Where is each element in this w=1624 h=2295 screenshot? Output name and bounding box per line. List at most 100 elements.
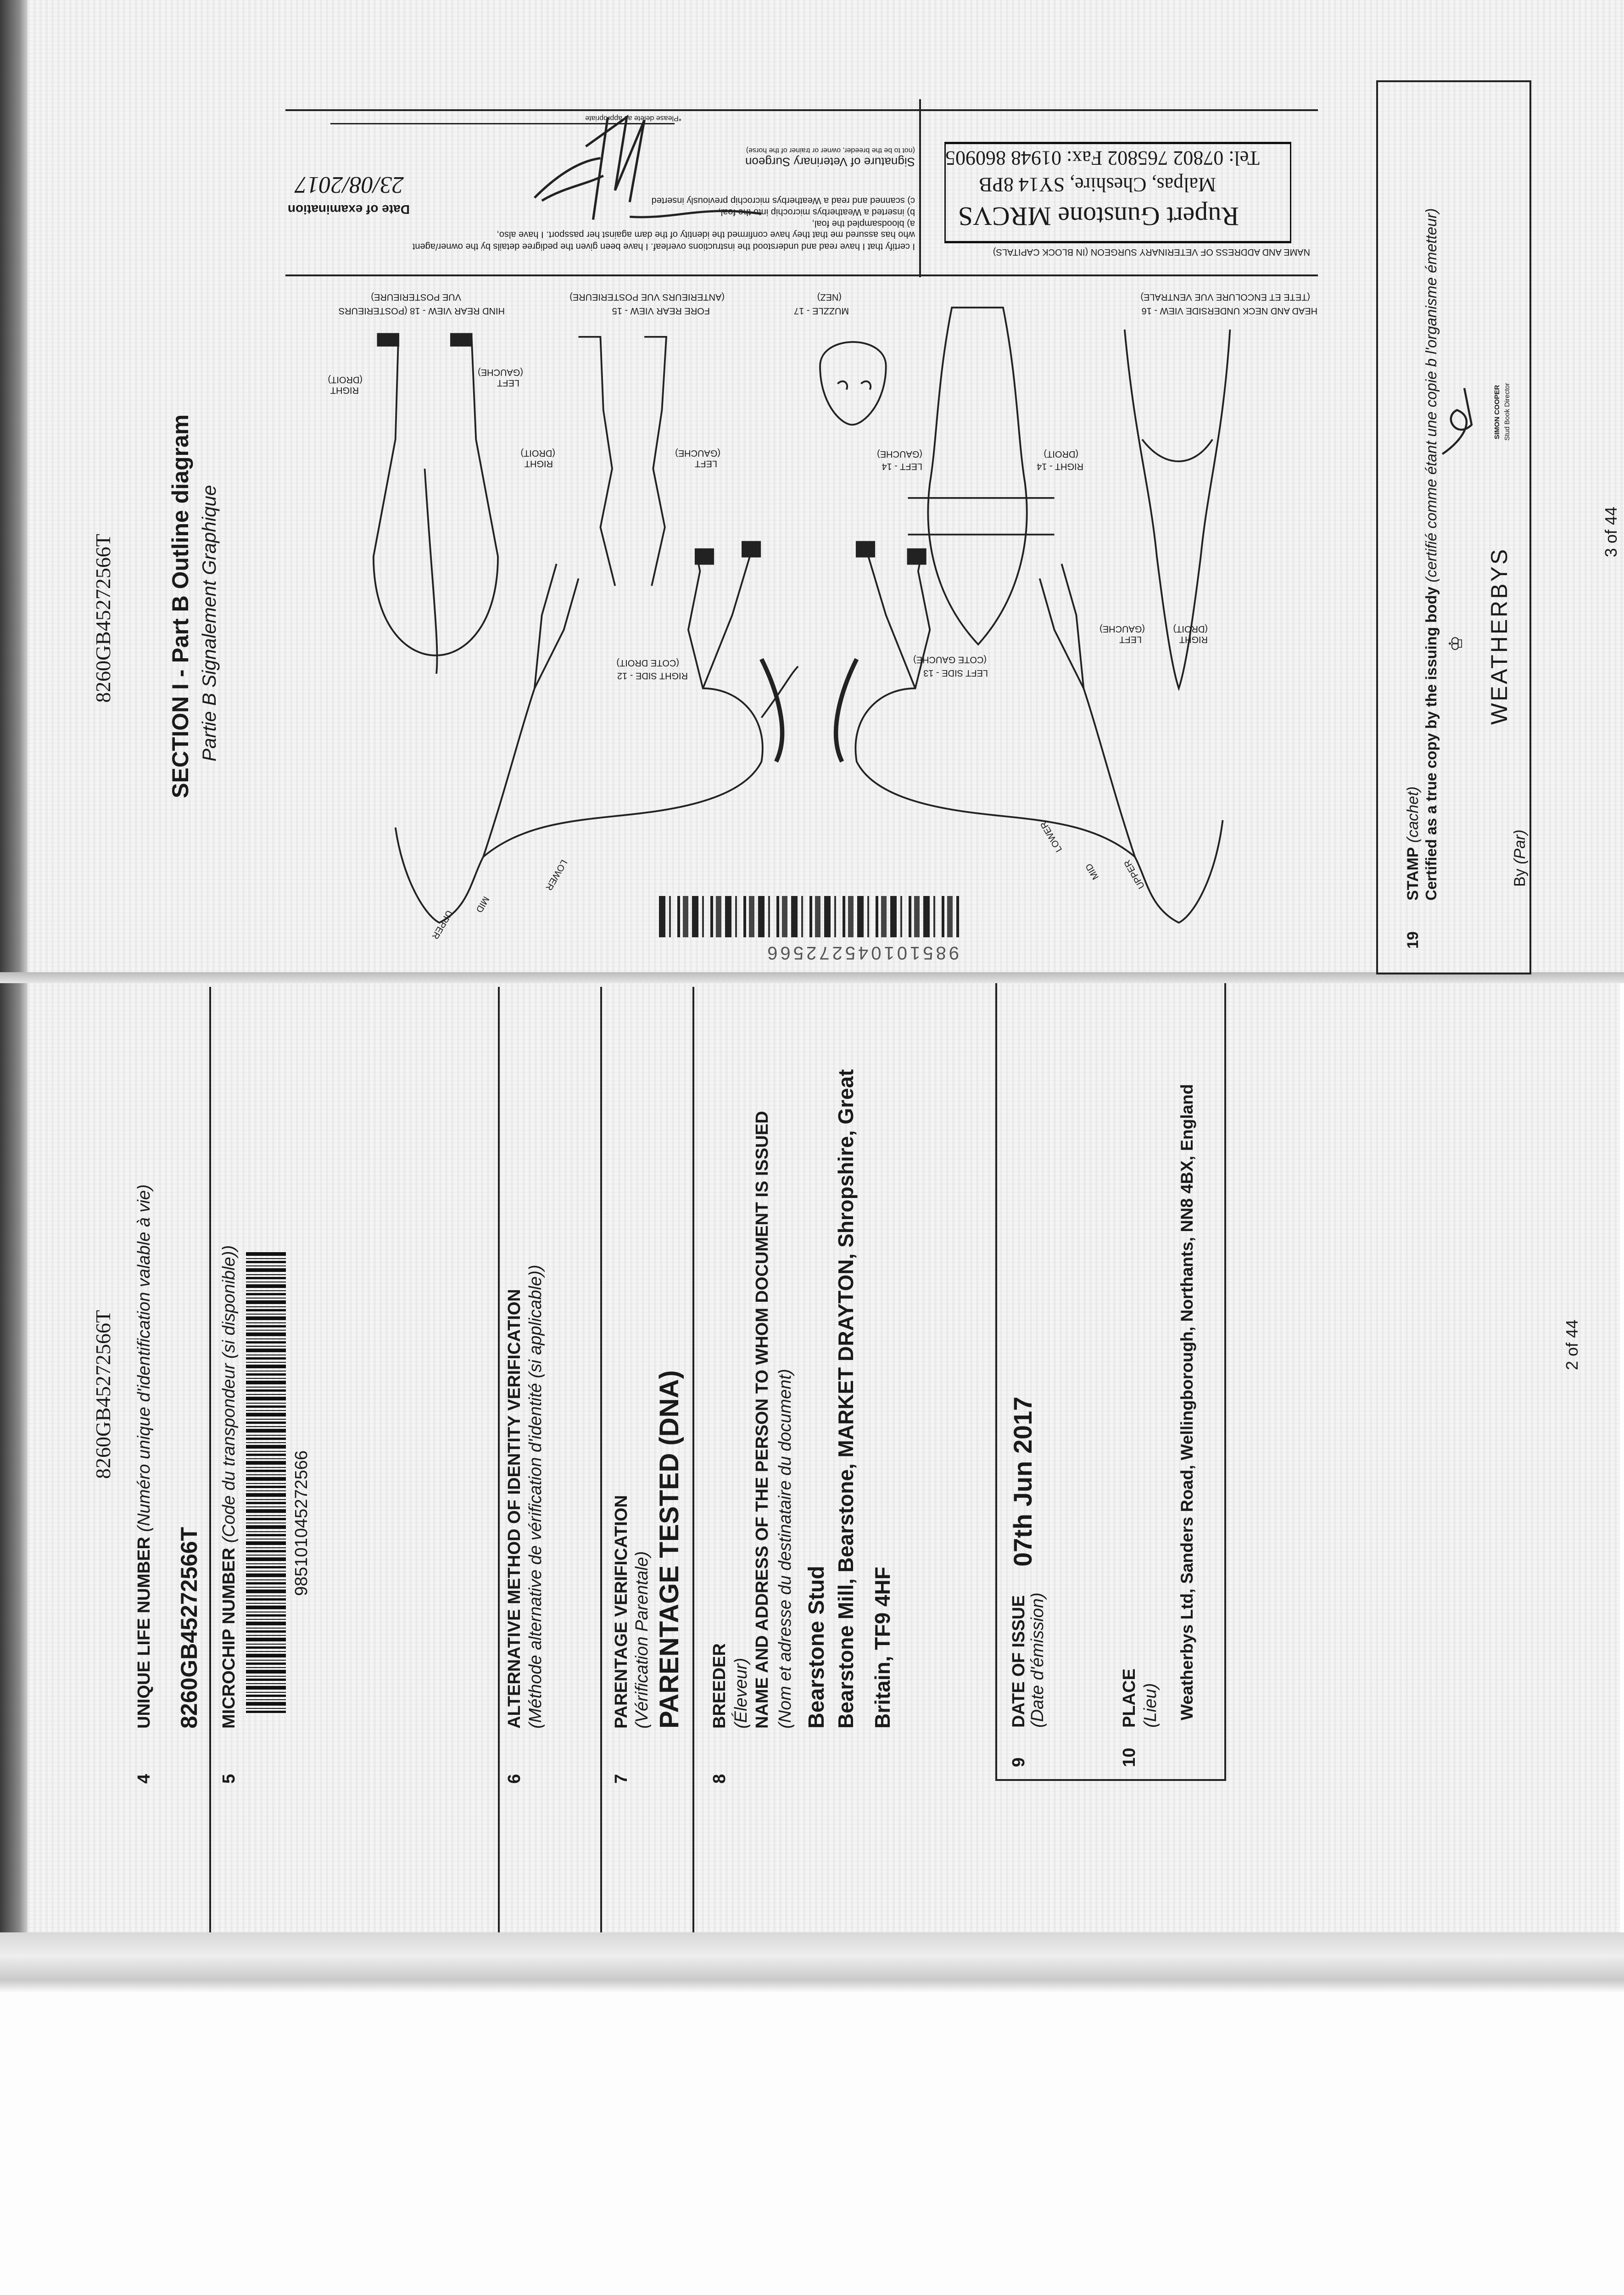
divider-rule	[600, 987, 602, 1932]
label-hind-right-fr: (DROIT)	[328, 375, 363, 385]
section-5-title-fr: (Code du transpondeur (si disponible))	[219, 1245, 239, 1543]
left-side-horse	[854, 544, 1224, 924]
label-neck-left-fr: (GAUCHE)	[1099, 624, 1145, 634]
fore-legs-view	[578, 336, 668, 586]
recipient-label-fr: (Nom et adresse du destinataire du docum…	[776, 1369, 795, 1729]
lower-header-id: 8260GB45272566T	[91, 1310, 115, 1479]
microchip-barcode	[246, 1252, 286, 1713]
label-head-neck-fr: (TETE ET ENCOLURE VUE VENTRALE)	[1140, 292, 1310, 302]
signature-rule	[330, 123, 675, 124]
breeder-name: Bearstone Stud	[804, 1566, 829, 1729]
stamp-signatory: SIMON COOPER	[1493, 385, 1501, 439]
page-gap-shadow	[0, 972, 1624, 983]
section-10-title: PLACE	[1120, 1668, 1139, 1728]
label-left-side: LEFT SIDE - 13	[923, 668, 988, 678]
section-7-title-fr: (Vérification Parentale)	[632, 1551, 652, 1729]
weatherbys-logo: WEATHERBYS	[1486, 547, 1512, 725]
stamp-title-fr: (cachet)	[1404, 786, 1422, 843]
recipient-label: NAME AND ADDRESS OF THE PERSON TO WHOM D…	[753, 1111, 772, 1729]
stamp-certified: Certified as a true copy by the issuing …	[1423, 208, 1440, 901]
upper-barcode-number: 985101045272566	[765, 943, 959, 963]
label-muzzle-fr: (NEZ)	[817, 292, 842, 302]
stamp-by-fr: (Par)	[1511, 829, 1529, 864]
section-4-label: 4UNIQUE LIFE NUMBER (Numéro unique d'ide…	[134, 1184, 154, 1784]
divider-rule	[692, 987, 694, 1932]
label-neck-left: LEFT	[1119, 634, 1142, 644]
section-7-title: PARENTAGE VERIFICATION	[612, 1495, 631, 1729]
sleeve-bottom-edge	[0, 1932, 1624, 1992]
label-hind-left-fr: (GAUCHE)	[478, 367, 523, 377]
head-neck-view	[1123, 329, 1231, 691]
label-left-14-fr: (GAUCHE)	[877, 449, 922, 459]
scanner-left-edge	[0, 0, 28, 1987]
stamp-label: 19 STAMP (cachet)	[1404, 786, 1422, 949]
label-left-14: LEFT - 14	[882, 461, 922, 471]
vet-signature	[534, 114, 646, 220]
stamp-title: STAMP	[1404, 847, 1422, 901]
weatherbys-crest-icon: ♔	[1446, 635, 1466, 652]
label-fore-rear-fr: (ANTERIEURS VUE POSTERIEURE)	[569, 292, 725, 302]
section-9-title: DATE OF ISSUE	[1009, 1595, 1028, 1728]
section-8-title: BREEDER	[710, 1643, 729, 1729]
label-right-14-fr: (DROIT)	[1044, 449, 1078, 459]
date-of-issue: 07th Jun 2017	[1008, 1396, 1037, 1567]
section-5-label: 5 MICROCHIP NUMBER (Code du transpondeur …	[219, 1245, 239, 1784]
label-right-side-fr: (COTE DROIT)	[616, 658, 679, 668]
stamp-number: 19	[1404, 931, 1422, 949]
section-10-label: 10 PLACE	[1120, 1668, 1139, 1767]
label-left-side-fr: (COTE GAUCHE)	[913, 655, 987, 665]
section-9-label: 9 DATE OF ISSUE	[1009, 1595, 1029, 1767]
hind-legs-view	[372, 336, 499, 674]
place-of-issue: Weatherbys Ltd, Sanders Road, Wellingbor…	[1178, 1084, 1196, 1720]
label-hind-rear-fr: VUE POSTERIEURE)	[371, 292, 461, 302]
label-head-neck: HEAD AND NECK UNDERSIDE VIEW - 16	[1141, 306, 1317, 316]
breeder-address-line-1: Bearstone Mill, Bearstone, MARKET DRAYTO…	[834, 1069, 858, 1729]
body-top-view	[908, 307, 1055, 646]
stamp-by-text: By	[1511, 868, 1529, 887]
section-6-label: 6ALTERNATIVE METHOD OF IDENTITY VERIFICA…	[505, 1289, 525, 1784]
vet-block-divider	[919, 99, 921, 277]
label-fore-left: LEFT	[695, 459, 717, 469]
section-10-number: 10	[1120, 1747, 1139, 1767]
vet-block-bottom-rule	[285, 274, 1318, 276]
label-right-side: RIGHT SIDE - 12	[617, 671, 688, 681]
section-8-title-fr: (Éleveur)	[731, 1657, 751, 1729]
vet-name-box	[944, 142, 1291, 243]
label-fore-left-fr: (GAUCHE)	[675, 448, 720, 458]
label-neck-right-fr: (DROIT)	[1173, 624, 1208, 634]
divider-rule	[209, 987, 211, 1932]
label-hind-right: RIGHT	[330, 385, 359, 395]
section-5-number: 5	[219, 1774, 239, 1784]
stamp-box	[1376, 80, 1531, 974]
stamp-certified-fr: (certifié comme étant une copie b l'orga…	[1423, 208, 1440, 582]
microchip-number: 985101045272566	[292, 1450, 311, 1596]
lower-page-number: 2 of 44	[1563, 1319, 1581, 1370]
label-hind-rear: HIND REAR VIEW - 18 (POSTERIEURS	[338, 306, 505, 316]
label-right-14: RIGHT - 14	[1037, 461, 1083, 471]
unique-life-number: 8260GB45272566T	[176, 1527, 202, 1729]
section-4-title: UNIQUE LIFE NUMBER	[134, 1537, 154, 1729]
section-9-title-fr: (Date d'émission)	[1028, 1592, 1047, 1728]
lower-page	[28, 983, 1620, 1932]
muzzle-view	[819, 341, 887, 426]
section-6-number: 6	[505, 1774, 524, 1784]
issue-box	[995, 983, 1226, 1781]
label-neck-right: RIGHT	[1179, 634, 1208, 644]
upper-page	[28, 0, 1624, 975]
strike-through-mark	[630, 210, 762, 218]
vet-block-top-rule	[285, 109, 1318, 111]
section-6-title-fr: (Méthode alternative de vérification d'i…	[526, 1265, 545, 1729]
label-hind-left: LEFT	[497, 378, 519, 388]
divider-rule	[498, 987, 500, 1932]
label-muzzle: MUZZLE - 17	[793, 306, 849, 316]
section-8-number: 8	[710, 1774, 729, 1784]
right-side-horse	[394, 544, 799, 924]
stamp-signature	[1441, 388, 1473, 455]
section-5-title: MICROCHIP NUMBER	[219, 1547, 239, 1729]
stamp-by: By (Par)	[1511, 829, 1529, 887]
section-9-number: 9	[1009, 1757, 1028, 1767]
label-fore-right-fr: (DROIT)	[520, 448, 555, 458]
section-4-number: 4	[134, 1774, 154, 1784]
label-fore-rear: FORE REAR VIEW - 15	[612, 306, 710, 316]
upper-barcode	[659, 896, 959, 937]
